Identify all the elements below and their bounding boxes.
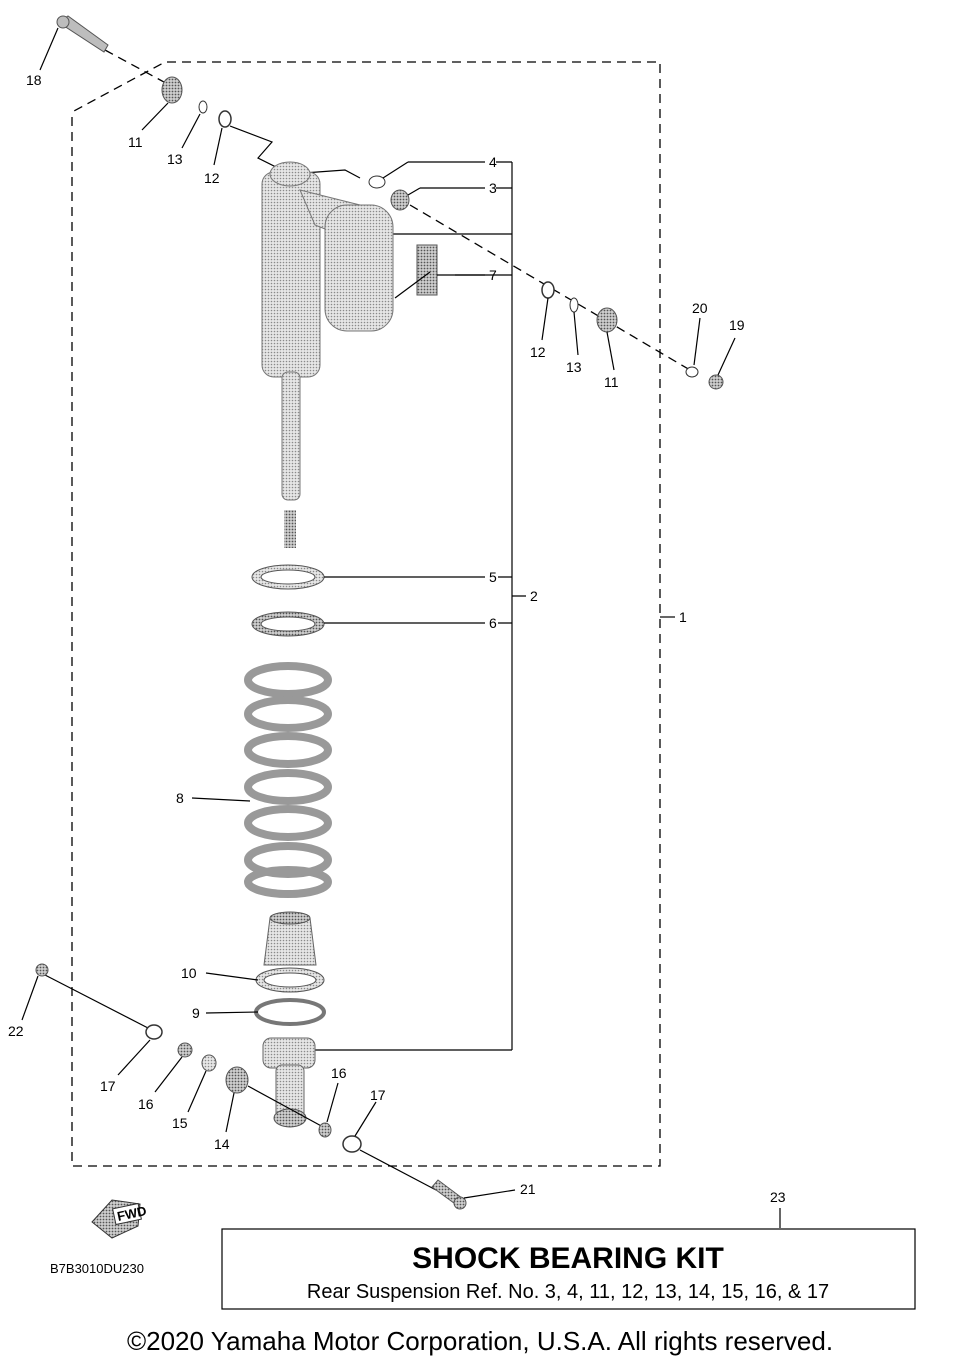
leader-13-right: [573, 311, 579, 356]
washer-17-left: [145, 1024, 163, 1040]
seal-16-left: [177, 1042, 193, 1058]
copyright-notice: ©2020 Yamaha Motor Corporation, U.S.A. A…: [127, 1326, 833, 1356]
label-5: 5: [489, 569, 497, 585]
assembly-boundary: [71, 61, 661, 1167]
leader-4: [382, 161, 409, 179]
label-19: 19: [729, 317, 745, 333]
label-16-right: 16: [331, 1065, 347, 1081]
leader-12-upper: [213, 127, 223, 166]
collar-11-right: [596, 307, 618, 333]
diagram-code: B7B3010DU230: [50, 1261, 144, 1276]
seal-16-right: [318, 1122, 332, 1138]
leader-9: [205, 1011, 259, 1014]
leader-11-right: [606, 331, 615, 371]
collar-3: [390, 189, 410, 211]
washer-20: [685, 366, 699, 378]
lower-axis-line-b: [247, 1085, 326, 1129]
shock-bearing-kit-box: [221, 1228, 916, 1310]
label-4: 4: [489, 154, 497, 170]
label-13-right: 13: [566, 359, 582, 375]
label-8: 8: [176, 790, 184, 806]
leader-12-right: [541, 297, 549, 341]
label-17-left: 17: [100, 1078, 116, 1094]
nut-22: [35, 963, 49, 977]
oil-seal-13-upper: [198, 100, 208, 114]
fwd-badge-text: FWD: [116, 1203, 148, 1224]
fwd-arrow-icon: FWD: [91, 1199, 148, 1239]
bearing-4: [368, 175, 386, 189]
lower-axis-line-c: [359, 1149, 437, 1191]
lower-axis-line-a: [44, 974, 149, 1029]
leader-17-right: [354, 1101, 377, 1137]
bearing-15: [201, 1054, 217, 1072]
label-21: 21: [520, 1181, 536, 1197]
label-18: 18: [26, 72, 42, 88]
label-17-right: 17: [370, 1087, 386, 1103]
bolt-21: [431, 1179, 467, 1210]
right-axis-line: [409, 204, 691, 371]
bolt-18: [56, 15, 109, 53]
leader-16-left: [154, 1056, 183, 1093]
leader-14: [225, 1092, 235, 1133]
leader-13-upper: [181, 113, 201, 149]
nut-6: [251, 611, 325, 637]
leader-17-left: [117, 1039, 151, 1076]
bump-stop: [263, 911, 317, 966]
label-9: 9: [192, 1005, 200, 1021]
bolt-18-axis-line: [104, 49, 176, 89]
label-3: 3: [489, 180, 497, 196]
ring-10: [255, 967, 325, 993]
leader-8: [191, 797, 251, 802]
label-23: 23: [770, 1189, 786, 1205]
label-10: 10: [181, 965, 197, 981]
upper-mount-zigzag: [229, 125, 361, 179]
shock-absorber-body: [261, 161, 394, 548]
label-7: 7: [489, 267, 497, 283]
nut-19: [708, 374, 724, 390]
label-20: 20: [692, 300, 708, 316]
label-6: 6: [489, 615, 497, 631]
nut-5: [251, 564, 325, 590]
ring-9: [254, 998, 326, 1026]
kit-box-title: SHOCK BEARING KIT: [412, 1242, 724, 1275]
collar-11-upper: [161, 76, 183, 104]
leader-11-upper: [141, 102, 169, 131]
label-15: 15: [172, 1115, 188, 1131]
label-11-upper: 11: [128, 134, 143, 150]
label-16-left: 16: [138, 1096, 154, 1112]
leader-19: [717, 337, 736, 376]
label-14: 14: [214, 1136, 230, 1152]
leader-21: [463, 1189, 516, 1199]
leader-18: [39, 27, 59, 71]
kit-box-subtitle: Rear Suspension Ref. No. 3, 4, 11, 12, 1…: [307, 1281, 829, 1303]
label-11-right: 11: [604, 374, 619, 390]
leader-20: [693, 317, 701, 366]
label-13-upper: 13: [167, 151, 183, 167]
label-1: 1: [679, 609, 687, 625]
washer-17-right: [342, 1135, 362, 1153]
leader-10: [205, 972, 259, 981]
label-22: 22: [8, 1023, 24, 1039]
leader-16-right: [326, 1082, 339, 1123]
label-plate-7: [416, 244, 438, 296]
oil-seal-13-right: [569, 297, 579, 313]
spring-8: [244, 662, 332, 898]
label-12-right: 12: [530, 344, 546, 360]
leader-22: [21, 975, 39, 1021]
collar-14: [225, 1066, 249, 1094]
lower-clevis: [262, 1037, 316, 1128]
leader-3: [407, 187, 421, 196]
leader-15: [187, 1070, 207, 1113]
leader-7: [394, 271, 431, 299]
bearing-12-right: [541, 281, 555, 299]
label-12-upper: 12: [204, 170, 220, 186]
label-2: 2: [530, 588, 538, 604]
bearing-12-upper: [218, 110, 232, 128]
